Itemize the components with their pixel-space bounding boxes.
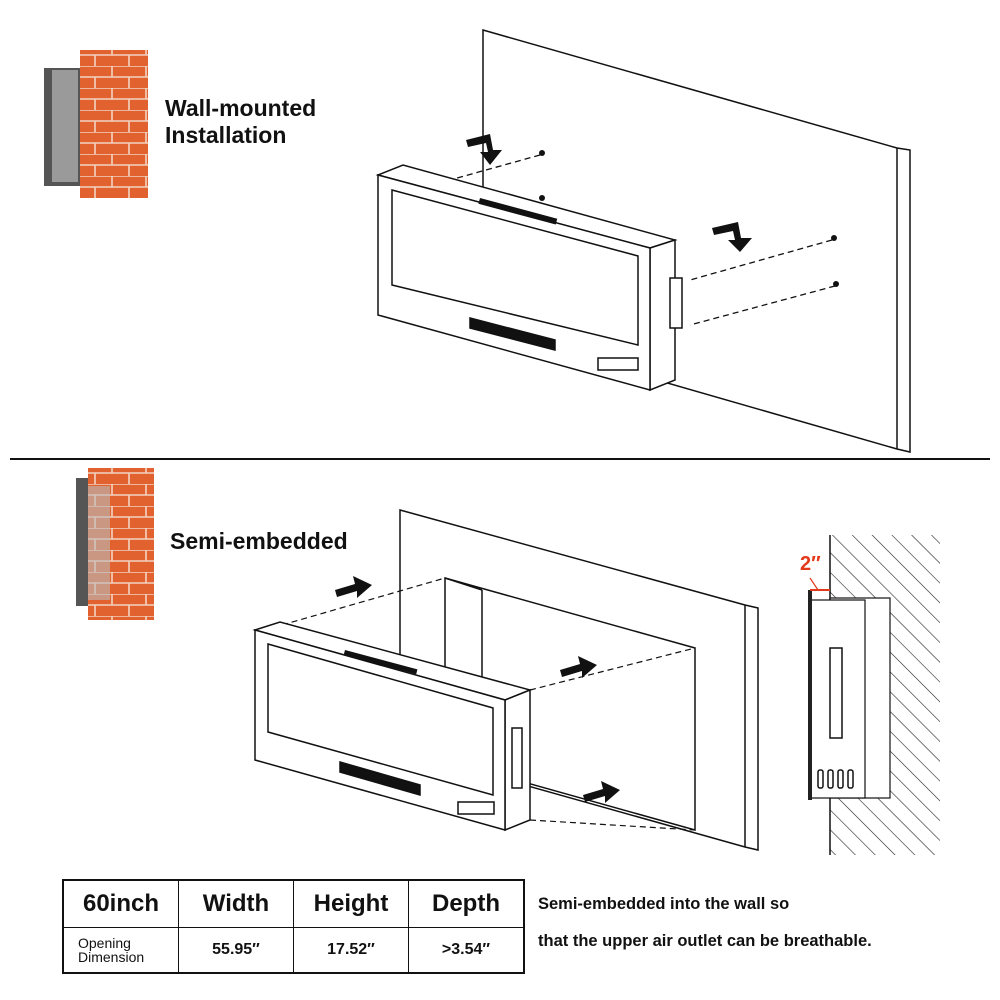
header-depth: Depth — [408, 879, 525, 928]
screw-icons — [539, 150, 839, 287]
title-line-1: Wall-mounted — [165, 95, 317, 121]
row-label-line-2: Dimension — [78, 949, 145, 965]
arrow-icons-bottom — [335, 576, 620, 803]
row-label-line-1: Opening — [78, 935, 131, 951]
header-size: 60inch — [62, 879, 179, 928]
note-line-1: Semi-embedded into the wall so — [538, 895, 790, 913]
semi-embedded-title: Semi-embedded — [170, 528, 348, 554]
fireplace-wall-mounted — [375, 164, 683, 392]
side-view-section — [808, 535, 940, 855]
arrow-icons-top — [466, 134, 752, 252]
table-header-row: 60inch Width Height Depth — [62, 879, 525, 928]
value-width: 55.95″ — [178, 927, 294, 974]
brick-wall-thumbnail-semi-embedded — [76, 468, 154, 620]
note-line-2: that the upper air outlet can be breatha… — [538, 932, 872, 950]
brick-wall-thumbnail-wall-mounted — [44, 50, 148, 198]
value-depth: >3.54″ — [408, 927, 525, 974]
clearance-label: 2″ — [800, 553, 821, 575]
header-width: Width — [178, 879, 294, 928]
title-line-2: Installation — [165, 122, 287, 148]
mounting-guides — [449, 154, 836, 326]
value-height: 17.52″ — [293, 927, 409, 974]
header-height: Height — [293, 879, 409, 928]
opening-guides — [281, 577, 696, 831]
fireplace-semi-embedded — [252, 621, 533, 832]
wall-mounted-title: Wall-mounted Installation — [165, 95, 316, 149]
